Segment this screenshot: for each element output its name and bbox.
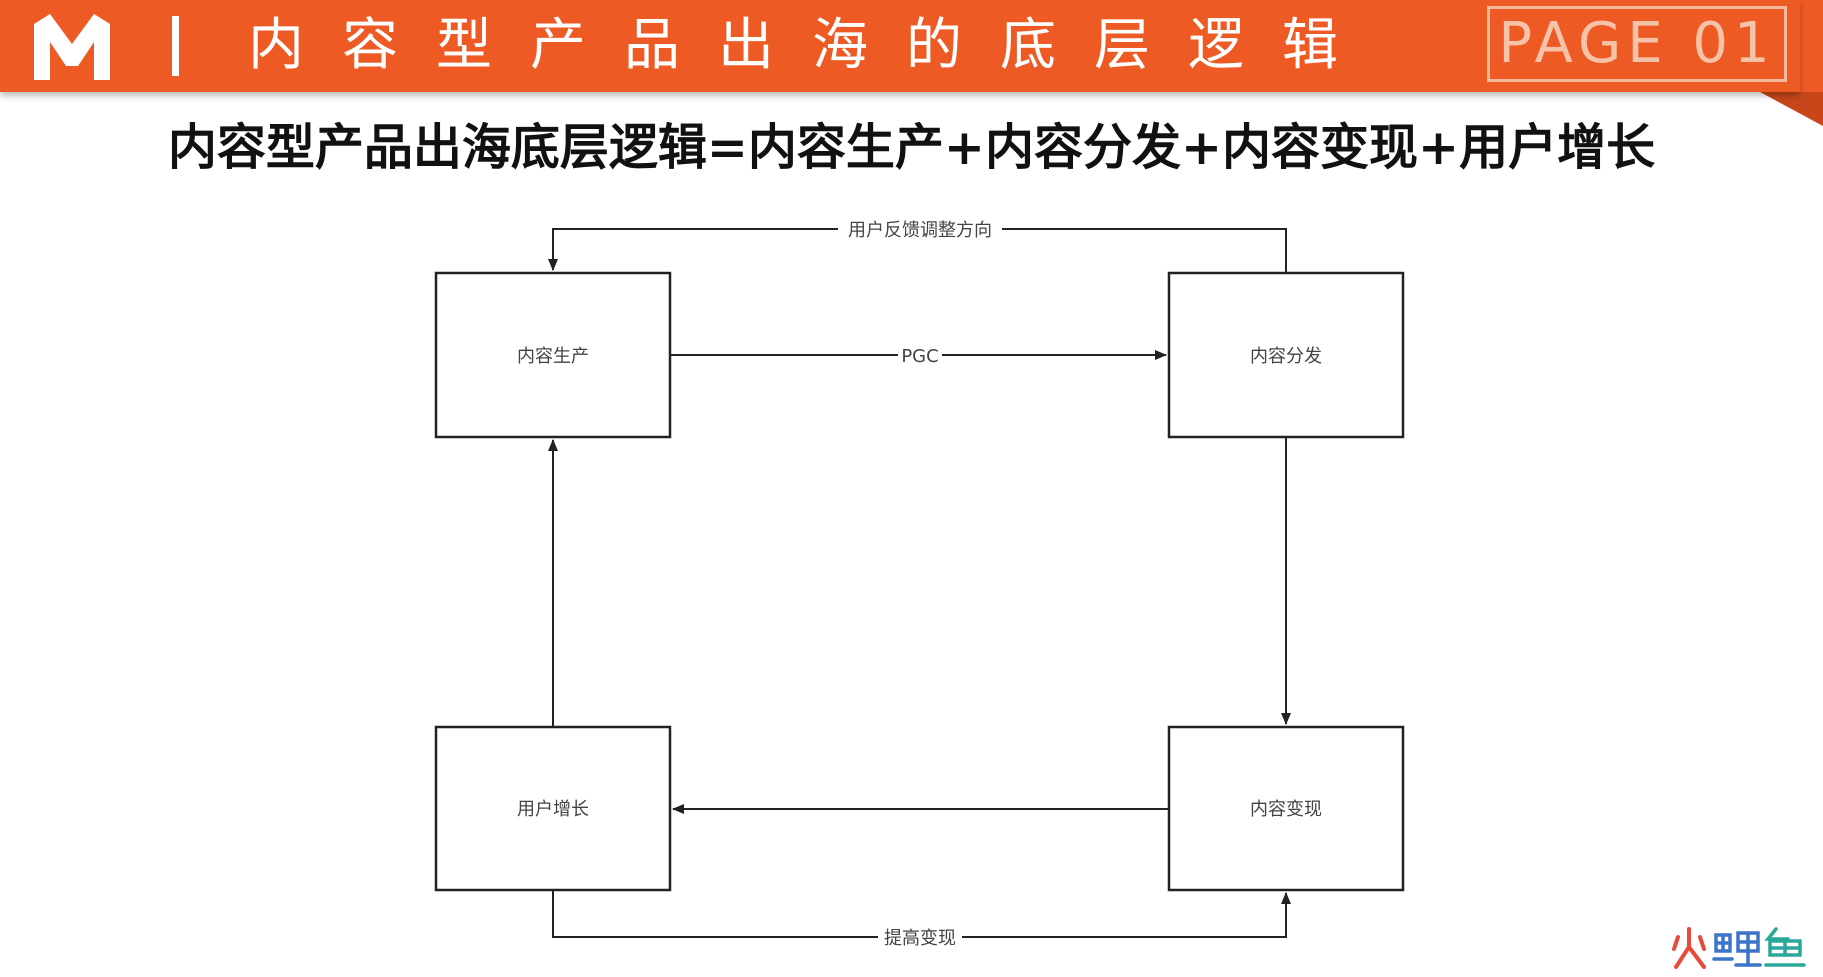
- edge-label-pgc: PGC: [901, 346, 938, 367]
- edge-production-to-distribution: PGC: [670, 343, 1167, 367]
- formula-subtitle: 内容型产品出海底层逻辑=内容生产+内容分发+内容变现+用户增长: [167, 118, 1656, 176]
- edge-growth-to-monetization: 提高变现: [552, 890, 1291, 949]
- node-label-production: 内容生产: [517, 346, 589, 367]
- node-content-production: 内容生产: [434, 271, 672, 439]
- node-label-growth: 用户增长: [517, 799, 589, 820]
- huoliyu-logo-icon: [1672, 927, 1806, 969]
- node-user-growth: 用户增长: [434, 725, 672, 892]
- header-title: 内容型产品出海的底层逻辑: [248, 13, 1376, 78]
- header-banner: [0, 0, 1800, 92]
- edge-label-feedback: 用户反馈调整方向: [848, 220, 992, 241]
- node-label-monetization: 内容变现: [1250, 799, 1322, 820]
- node-content-monetization: 内容变现: [1167, 725, 1405, 892]
- node-content-distribution: 内容分发: [1167, 271, 1405, 439]
- edge-label-improve-monetization: 提高变现: [884, 928, 956, 949]
- header-separator: [172, 16, 179, 76]
- node-label-distribution: 内容分发: [1250, 346, 1322, 367]
- banner-fold: [1760, 0, 1823, 126]
- edge-feedback-loop: 用户反馈调整方向: [548, 217, 1287, 273]
- m-logo-icon: [34, 14, 110, 80]
- page-number-label: PAGE 01: [1487, 6, 1787, 82]
